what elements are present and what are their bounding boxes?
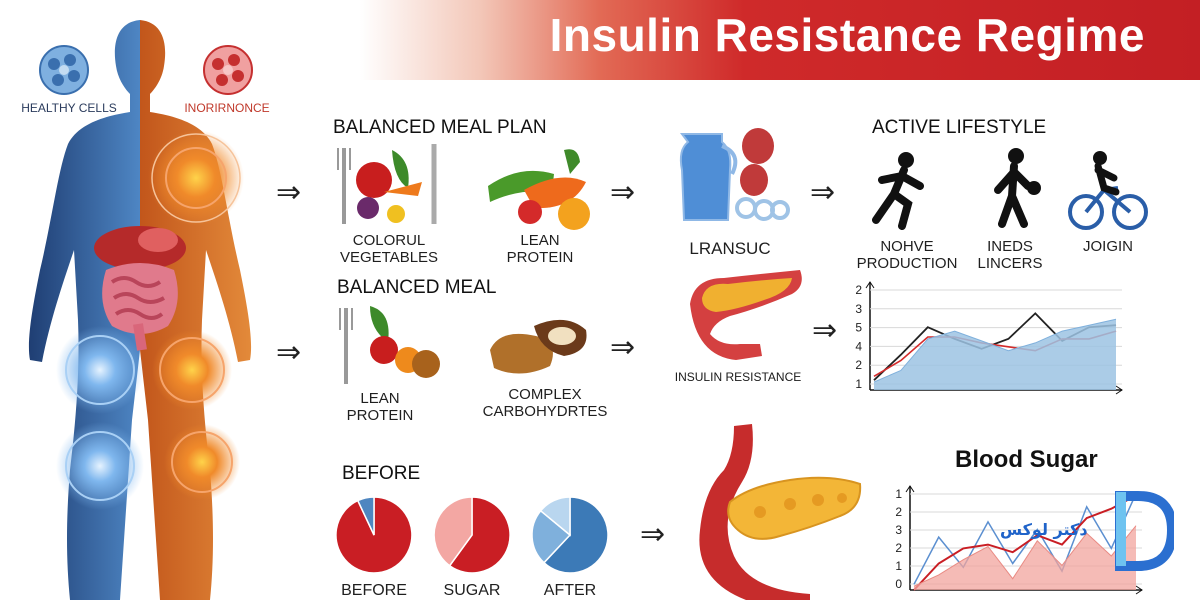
y-tick-label: 0 bbox=[895, 577, 902, 591]
y-tick-label: 2 bbox=[855, 283, 862, 297]
pie-slice bbox=[448, 496, 511, 574]
complex-carbs-icon bbox=[490, 319, 587, 374]
y-tick-label: 1 bbox=[895, 487, 902, 501]
arrow-right-icon: ⇒ bbox=[810, 175, 836, 210]
arrow-right-icon: ⇒ bbox=[812, 313, 838, 348]
pie-slice bbox=[433, 496, 473, 567]
meal-plan-heading: BALANCED MEAL PLAN bbox=[333, 117, 547, 138]
inflamed-cells-icon bbox=[203, 45, 253, 95]
pie-slice bbox=[356, 496, 375, 536]
pie-charts bbox=[335, 496, 609, 574]
lifestyle-item-label: NOHVE PRODUCTION bbox=[856, 238, 958, 272]
insulin-resistance-label: INSULIN RESISTANCE bbox=[674, 370, 802, 384]
protein-plate-icon bbox=[339, 306, 440, 384]
series-line bbox=[913, 525, 1137, 587]
pie-slice bbox=[539, 496, 571, 537]
pie-slice bbox=[531, 509, 572, 564]
brand-logo-text: دكتر لوكس bbox=[1000, 520, 1088, 539]
y-tick-label: 5 bbox=[855, 321, 862, 335]
series-line bbox=[873, 318, 1117, 383]
complex-carbs-label: COMPLEX CARBOHYDRTES bbox=[482, 386, 608, 420]
vegetables-plate-icon bbox=[337, 144, 437, 224]
arrow-right-icon: ⇒ bbox=[276, 175, 302, 210]
lean-protein-label-2: LEAN PROTEIN bbox=[346, 390, 414, 424]
arrow-right-icon: ⇒ bbox=[610, 175, 636, 210]
lransuc-label: LRANSUC bbox=[689, 239, 771, 258]
title-banner bbox=[0, 0, 1200, 80]
pie-label-after: AFTER bbox=[543, 582, 597, 599]
running-person-icon bbox=[872, 152, 924, 230]
lifestyle-item-label: INEDS LINCERS bbox=[977, 238, 1043, 272]
y-axis-arrowhead bbox=[865, 281, 875, 289]
vegetables-label: COLORUL VEGETABLES bbox=[339, 232, 439, 266]
inflamed-cells-label: INORIRNONCE bbox=[184, 101, 270, 115]
series-line bbox=[913, 493, 1137, 585]
y-tick-label: 1 bbox=[855, 377, 862, 391]
pie-slice bbox=[542, 496, 609, 574]
line-chart-top: 2 3 5 4 2 1 bbox=[855, 281, 1123, 395]
line-chart-bottom: 1 2 3 2 1 0 bbox=[895, 485, 1143, 595]
page-title: Insulin Resistance Regime bbox=[549, 9, 1145, 61]
y-tick-label: 1 bbox=[895, 559, 902, 573]
water-jug-icon bbox=[679, 128, 790, 221]
blood-sugar-title: Blood Sugar bbox=[955, 446, 1098, 473]
y-tick-label: 3 bbox=[895, 523, 902, 537]
arrow-right-icon: ⇒ bbox=[640, 517, 666, 552]
pancreas-icon bbox=[690, 270, 802, 360]
pancreas-large-icon bbox=[699, 424, 862, 600]
series-line bbox=[913, 494, 1137, 591]
y-tick-label: 2 bbox=[895, 505, 902, 519]
body-figure-illustration bbox=[28, 20, 252, 600]
brand-logo-icon bbox=[1115, 491, 1174, 571]
y-tick-label: 3 bbox=[855, 302, 862, 316]
x-axis-arrowhead bbox=[1135, 585, 1143, 595]
before-heading: BEFORE bbox=[342, 463, 421, 484]
y-tick-label: 2 bbox=[855, 358, 862, 372]
arrow-right-icon: ⇒ bbox=[610, 330, 636, 365]
x-axis-arrowhead bbox=[1115, 385, 1123, 395]
walking-person-icon bbox=[994, 148, 1041, 228]
y-tick-label: 4 bbox=[855, 339, 862, 353]
arrow-right-icon: ⇒ bbox=[276, 335, 302, 370]
pie-label-before: BEFORE bbox=[341, 582, 407, 599]
protein-food-icon bbox=[488, 149, 590, 230]
pie-label-sugar: SUGAR bbox=[443, 582, 501, 599]
lean-protein-label: LEAN PROTEIN bbox=[506, 232, 574, 266]
series-area bbox=[874, 319, 1116, 390]
lifestyle-item-label: JOIGIN bbox=[1082, 238, 1133, 255]
balanced-meal-heading: BALANCED MEAL bbox=[337, 277, 497, 298]
healthy-cells-label: HEALTHY CELLS bbox=[21, 101, 117, 115]
healthy-cells-icon bbox=[39, 45, 89, 95]
y-axis-arrowhead bbox=[905, 485, 915, 493]
cycling-person-icon bbox=[1068, 151, 1148, 230]
y-tick-label: 2 bbox=[895, 541, 902, 555]
active-lifestyle-heading: ACTIVE LIFESTYLE bbox=[872, 117, 1047, 138]
